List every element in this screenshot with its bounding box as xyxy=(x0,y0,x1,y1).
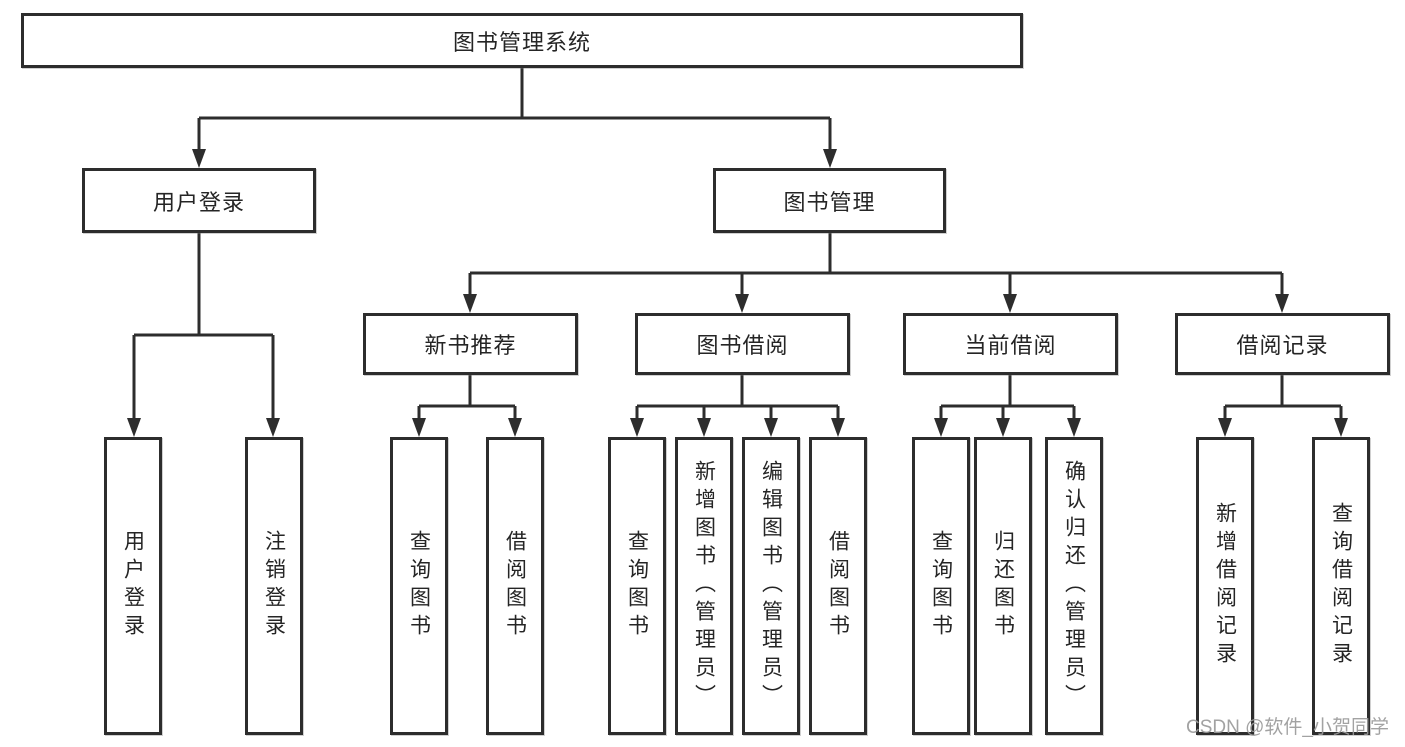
node-current-borrowing: 当前借阅 xyxy=(903,313,1118,375)
leaf-logout: 注销登录 xyxy=(245,437,303,735)
node-book-borrowing: 图书借阅 xyxy=(635,313,850,375)
node-library-management-system: 图书管理系统 xyxy=(21,13,1023,68)
node-new-book-recommendation: 新书推荐 xyxy=(363,313,578,375)
arrowheads xyxy=(127,149,1348,437)
leaf-query-books-recommend: 查询图书 xyxy=(390,437,448,735)
node-user-login: 用户登录 xyxy=(82,168,316,233)
leaf-add-books-admin: 新增图书（管理员） xyxy=(675,437,733,735)
leaf-borrow-books-borrowing: 借阅图书 xyxy=(809,437,867,735)
leaf-borrow-books-recommend: 借阅图书 xyxy=(486,437,544,735)
leaf-return-books: 归还图书 xyxy=(974,437,1032,735)
leaf-query-books-borrowing: 查询图书 xyxy=(608,437,666,735)
leaf-add-borrow-record: 新增借阅记录 xyxy=(1196,437,1254,735)
node-borrowing-records: 借阅记录 xyxy=(1175,313,1390,375)
leaf-confirm-return-admin: 确认归还（管理员） xyxy=(1045,437,1103,735)
leaf-edit-books-admin: 编辑图书（管理员） xyxy=(742,437,800,735)
node-book-management: 图书管理 xyxy=(713,168,946,233)
leaf-user-login: 用户登录 xyxy=(104,437,162,735)
leaf-query-books-current: 查询图书 xyxy=(912,437,970,735)
leaf-query-borrow-record: 查询借阅记录 xyxy=(1312,437,1370,735)
